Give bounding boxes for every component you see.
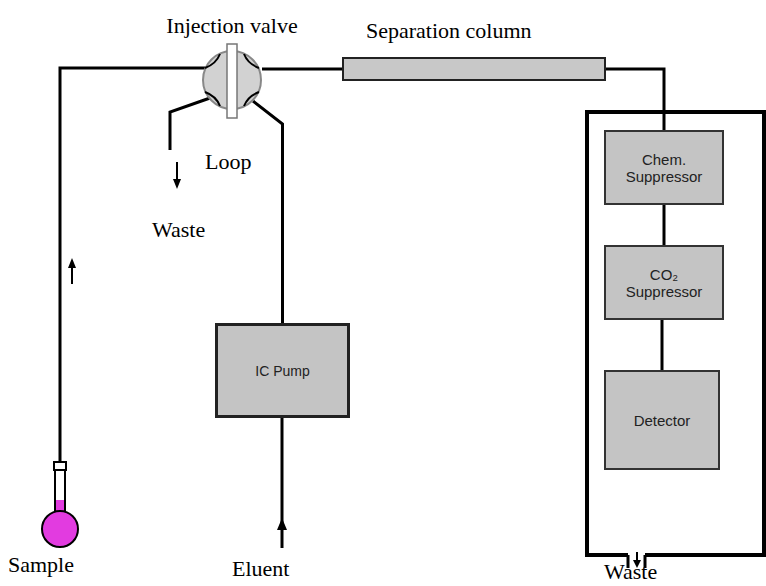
flow-line bbox=[661, 320, 664, 370]
flow-arrow-head bbox=[68, 258, 76, 268]
detector-box: Detector bbox=[604, 370, 720, 470]
pump-box: IC Pump bbox=[215, 323, 350, 418]
flow-line bbox=[262, 68, 342, 71]
node-heading: Injection valve bbox=[166, 14, 297, 38]
sample-line bbox=[60, 68, 205, 470]
flow-label: Waste bbox=[152, 218, 205, 242]
flow-arrow-head bbox=[277, 518, 287, 530]
detector-frame bbox=[587, 112, 764, 555]
flow-line bbox=[606, 69, 664, 130]
injection-valve: Injection valve bbox=[202, 50, 262, 110]
waste-line bbox=[170, 98, 210, 150]
flow-label: Loop bbox=[205, 150, 251, 174]
flask-bulb bbox=[42, 511, 78, 547]
flow-label: Eluent bbox=[232, 557, 289, 581]
valve-symbol bbox=[202, 50, 262, 110]
flow-label: Waste bbox=[604, 560, 657, 584]
flow-arrow-head bbox=[173, 179, 181, 189]
suppressor-box: Chem. Suppressor bbox=[604, 130, 724, 205]
flask-stopper bbox=[54, 462, 66, 470]
node-text: IC Pump bbox=[255, 363, 309, 379]
flow-line bbox=[663, 205, 666, 245]
node-heading: Separation column bbox=[366, 19, 532, 43]
valve-rotor bbox=[227, 44, 237, 118]
node-text: CO₂ Suppressor bbox=[612, 266, 716, 300]
node-text: Detector bbox=[634, 412, 691, 429]
flow-line bbox=[253, 101, 283, 323]
separation-column: Separation column bbox=[342, 57, 606, 81]
node-text: Chem. Suppressor bbox=[612, 151, 716, 185]
flow-label: Sample bbox=[8, 553, 74, 577]
suppressor-box: CO₂ Suppressor bbox=[604, 245, 724, 320]
